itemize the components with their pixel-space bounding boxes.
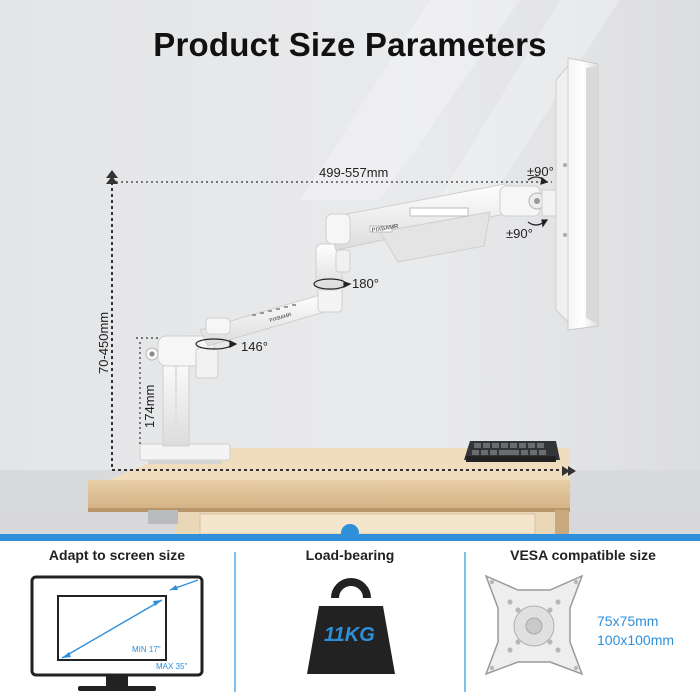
arrowheads xyxy=(106,170,576,476)
upper-arm xyxy=(325,183,515,263)
vesa-size-large: 100x100mm xyxy=(597,632,675,648)
panel-separator xyxy=(234,552,236,692)
keyboard xyxy=(464,441,560,462)
vesa-title: VESA compatible size xyxy=(510,547,656,563)
arm-brand-mark: PIXBAMR xyxy=(371,224,399,234)
arm-pole xyxy=(145,335,219,447)
tilt-bottom-label: ±90° xyxy=(506,226,533,241)
tilt-top-label: ±90° xyxy=(527,164,554,179)
lower-arm xyxy=(199,285,343,347)
light-streak xyxy=(420,0,620,230)
weight-icon xyxy=(307,578,395,674)
vesa-plate-icon xyxy=(484,574,584,676)
height-range-label: 70-450mm xyxy=(96,311,111,374)
load-bearing-title: Load-bearing xyxy=(305,547,395,563)
swivel-lower-label: 146° xyxy=(241,339,268,354)
page-title: Product Size Parameters xyxy=(153,26,547,63)
screen-size-title: Adapt to screen size xyxy=(48,547,186,563)
pole-height-label: 174mm xyxy=(142,384,157,428)
screen-min-label: MIN 17" xyxy=(132,645,161,654)
divider-notch xyxy=(341,524,359,542)
panel-separator xyxy=(464,552,466,692)
screen-size-icon xyxy=(30,575,204,691)
weight-value: 11KG xyxy=(324,624,375,646)
desk-clamp xyxy=(139,443,231,464)
reach-label: 499-557mm xyxy=(319,165,389,180)
vesa-size-small: 75x75mm xyxy=(597,613,659,629)
light-streak xyxy=(300,0,520,200)
tilt-head xyxy=(499,185,559,217)
rotation-indicators xyxy=(195,176,549,350)
screen-max-label: MAX 35" xyxy=(156,662,188,671)
elbow-joint xyxy=(315,243,351,291)
dimension-lines xyxy=(111,176,570,471)
monitor-arm-illustration: PIXBAMR PIXBAMR xyxy=(0,0,700,536)
monitor xyxy=(555,57,599,331)
swivel-upper-label: 180° xyxy=(352,276,379,291)
